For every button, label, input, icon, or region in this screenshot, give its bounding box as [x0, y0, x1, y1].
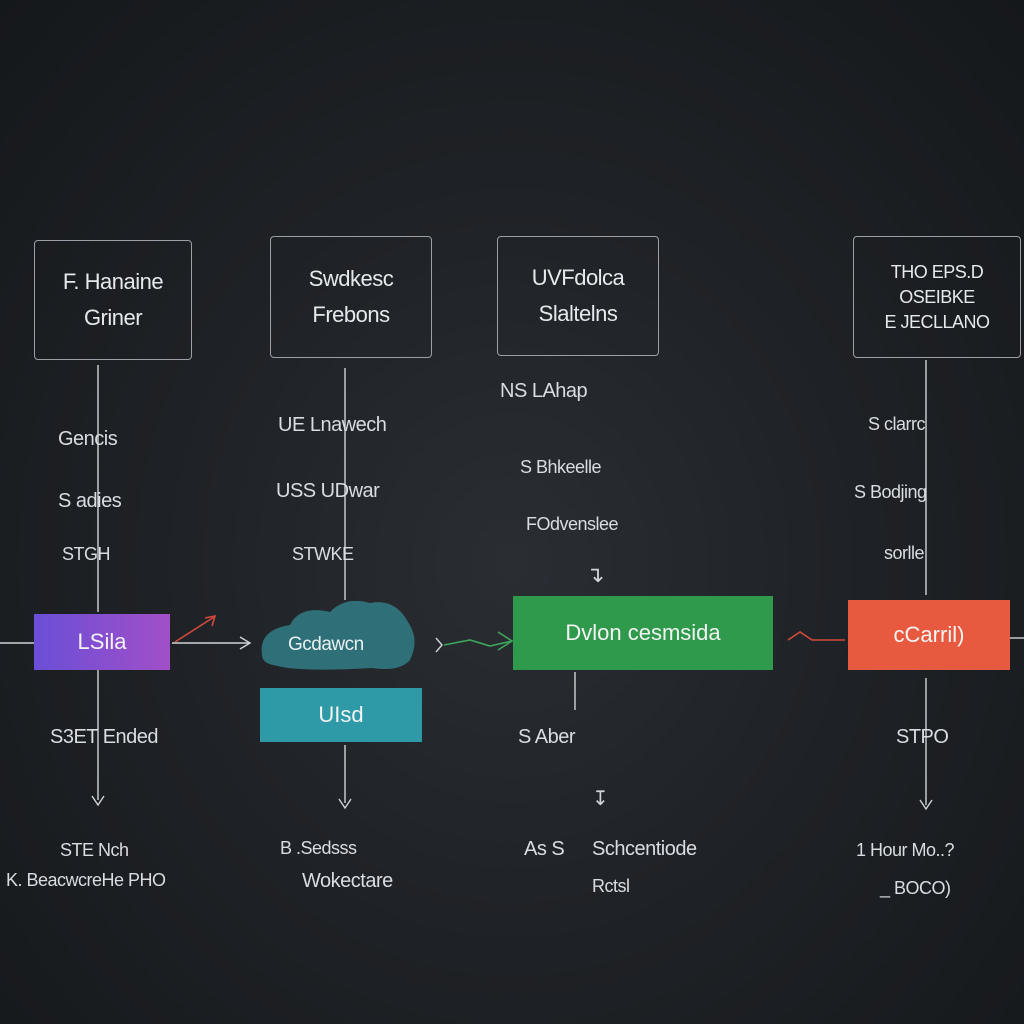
bottom-label: _ BOCO) — [880, 878, 951, 898]
header-line: Griner — [83, 305, 143, 330]
arrow-head — [239, 636, 252, 650]
arrow-red — [174, 616, 215, 643]
arrow-red — [787, 631, 845, 641]
bottom-label: As S — [524, 838, 565, 860]
upper-label: NS LAhap — [500, 380, 588, 402]
upper-label: S clarrc — [868, 414, 926, 434]
header-line: Swdkesc — [308, 266, 394, 291]
cloud-shape — [261, 600, 415, 670]
arrow-green — [497, 631, 514, 651]
header-line: THO EPS.D — [890, 261, 984, 282]
header-box-4: THO EPS.D OSEIBKE E JECLLANO — [853, 236, 1021, 358]
bottom-label: K. BeacwcreHe PHO — [6, 870, 166, 890]
bottom-label: 1 Hour Mo..? — [856, 840, 955, 860]
bottom-label: B .Sedsss — [280, 838, 357, 858]
upper-label: S adies — [58, 490, 122, 512]
header-line: UVFdolca — [531, 265, 625, 290]
header-line: F. Hanaine — [62, 269, 164, 294]
down-arrow-icon: ↧ — [592, 788, 609, 810]
process-box-label: UIsd — [318, 702, 364, 727]
upper-label: Gencis — [58, 428, 118, 450]
arrow-head — [919, 799, 933, 811]
arrow-head — [435, 637, 443, 653]
process-box-label: Dvlon cesmsida — [565, 620, 721, 645]
process-box-3: Dvlon cesmsida — [513, 596, 773, 670]
bottom-label: Wokectare — [302, 870, 393, 892]
upper-label: STGH — [62, 544, 111, 564]
upper-label: S Bodjing — [854, 482, 927, 502]
process-box-label: LSila — [77, 629, 127, 654]
process-box-label: cCarril) — [893, 622, 965, 647]
process-box-2: UIsd — [260, 688, 422, 742]
lower-label: S3ET Ended — [50, 726, 159, 748]
lower-label: S Aber — [518, 726, 576, 748]
upper-label: USS UDwar — [276, 480, 380, 502]
bottom-label: Rctsl — [592, 876, 630, 896]
bottom-label: STE Nch — [60, 840, 129, 860]
bottom-label: Schcentiode — [592, 838, 697, 860]
header-box-3: UVFdolca Slaltelns — [497, 236, 659, 356]
arrow-head — [91, 795, 105, 807]
upper-label: sorlle — [884, 543, 925, 563]
upper-label: STWKE — [292, 544, 354, 564]
header-line: Frebons — [312, 302, 390, 327]
lower-label: STPO — [896, 726, 949, 748]
process-box-1: LSila — [34, 614, 170, 670]
arrow-red — [204, 614, 217, 627]
arrow-head — [338, 798, 352, 810]
arrow-green — [443, 639, 513, 647]
header-box-2: Swdkesc Frebons — [270, 236, 432, 358]
header-box-1: F. Hanaine Griner — [34, 240, 192, 360]
header-line: Slaltelns — [538, 301, 618, 326]
process-box-4: cCarril) — [848, 600, 1010, 670]
header-line: E JECLLANO — [884, 311, 990, 332]
upper-label: UE Lnawech — [278, 414, 387, 436]
upper-label: FOdvenslee — [526, 514, 619, 534]
curved-arrow-icon: ↴ — [586, 562, 605, 587]
cloud-label: Gcdawcn — [288, 634, 364, 655]
header-line: OSEIBKE — [899, 286, 975, 307]
upper-label: S Bhkeelle — [520, 457, 602, 477]
